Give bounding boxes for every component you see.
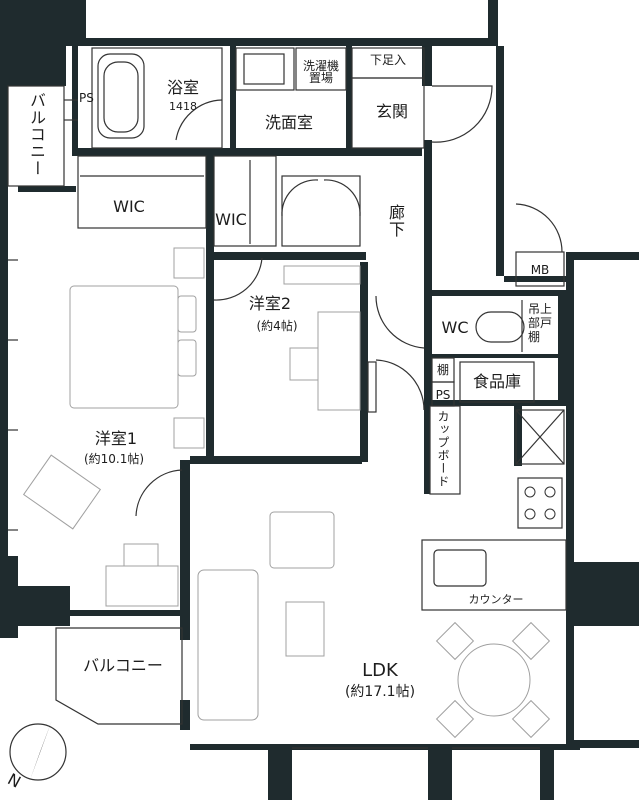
cupboard-label: カップボード bbox=[436, 410, 450, 488]
shoe-cabinet-label: 下足入 bbox=[369, 53, 407, 67]
ldk-label: LDK bbox=[362, 660, 398, 681]
counter-label: カウンター bbox=[468, 593, 524, 606]
ldk-area: (約17.1帖) bbox=[344, 684, 416, 700]
bathroom-label: 浴室 bbox=[166, 78, 200, 97]
pantry-label: 食品庫 bbox=[472, 372, 522, 391]
bathroom-size: 1418 bbox=[169, 100, 197, 113]
hallway-label: 廊下 bbox=[386, 204, 405, 238]
furniture bbox=[22, 247, 551, 739]
upper-shelf-label: 吊上部戸棚 bbox=[528, 302, 553, 344]
western-room-1-area: (約10.1帖) bbox=[83, 452, 145, 466]
ps-kitchen-label: PS bbox=[435, 388, 451, 402]
washroom-label: 洗面室 bbox=[264, 113, 314, 132]
entrance-label: 玄関 bbox=[375, 102, 409, 121]
thin-lines bbox=[7, 47, 567, 749]
mb-label: MB bbox=[530, 263, 550, 277]
wic-1-label: WIC bbox=[113, 197, 145, 216]
stove-icon bbox=[524, 486, 556, 520]
balcony-bottom-label: バルコニー bbox=[83, 656, 163, 675]
wic-2-label: WIC bbox=[215, 210, 247, 229]
western-room-1-label: 洋室1 bbox=[94, 429, 138, 448]
balcony-top-label: バルコニー bbox=[27, 92, 46, 177]
ps-label-top: PS bbox=[79, 91, 94, 105]
compass-icon bbox=[9, 720, 67, 781]
western-room-2-label: 洋室2 bbox=[248, 294, 292, 313]
shelf-label: 棚 bbox=[436, 363, 450, 377]
wc-label: WC bbox=[441, 318, 469, 337]
western-room-2-area: (約4帖) bbox=[256, 319, 298, 333]
washing-machine-label: 洗濯機置場 bbox=[302, 59, 339, 85]
